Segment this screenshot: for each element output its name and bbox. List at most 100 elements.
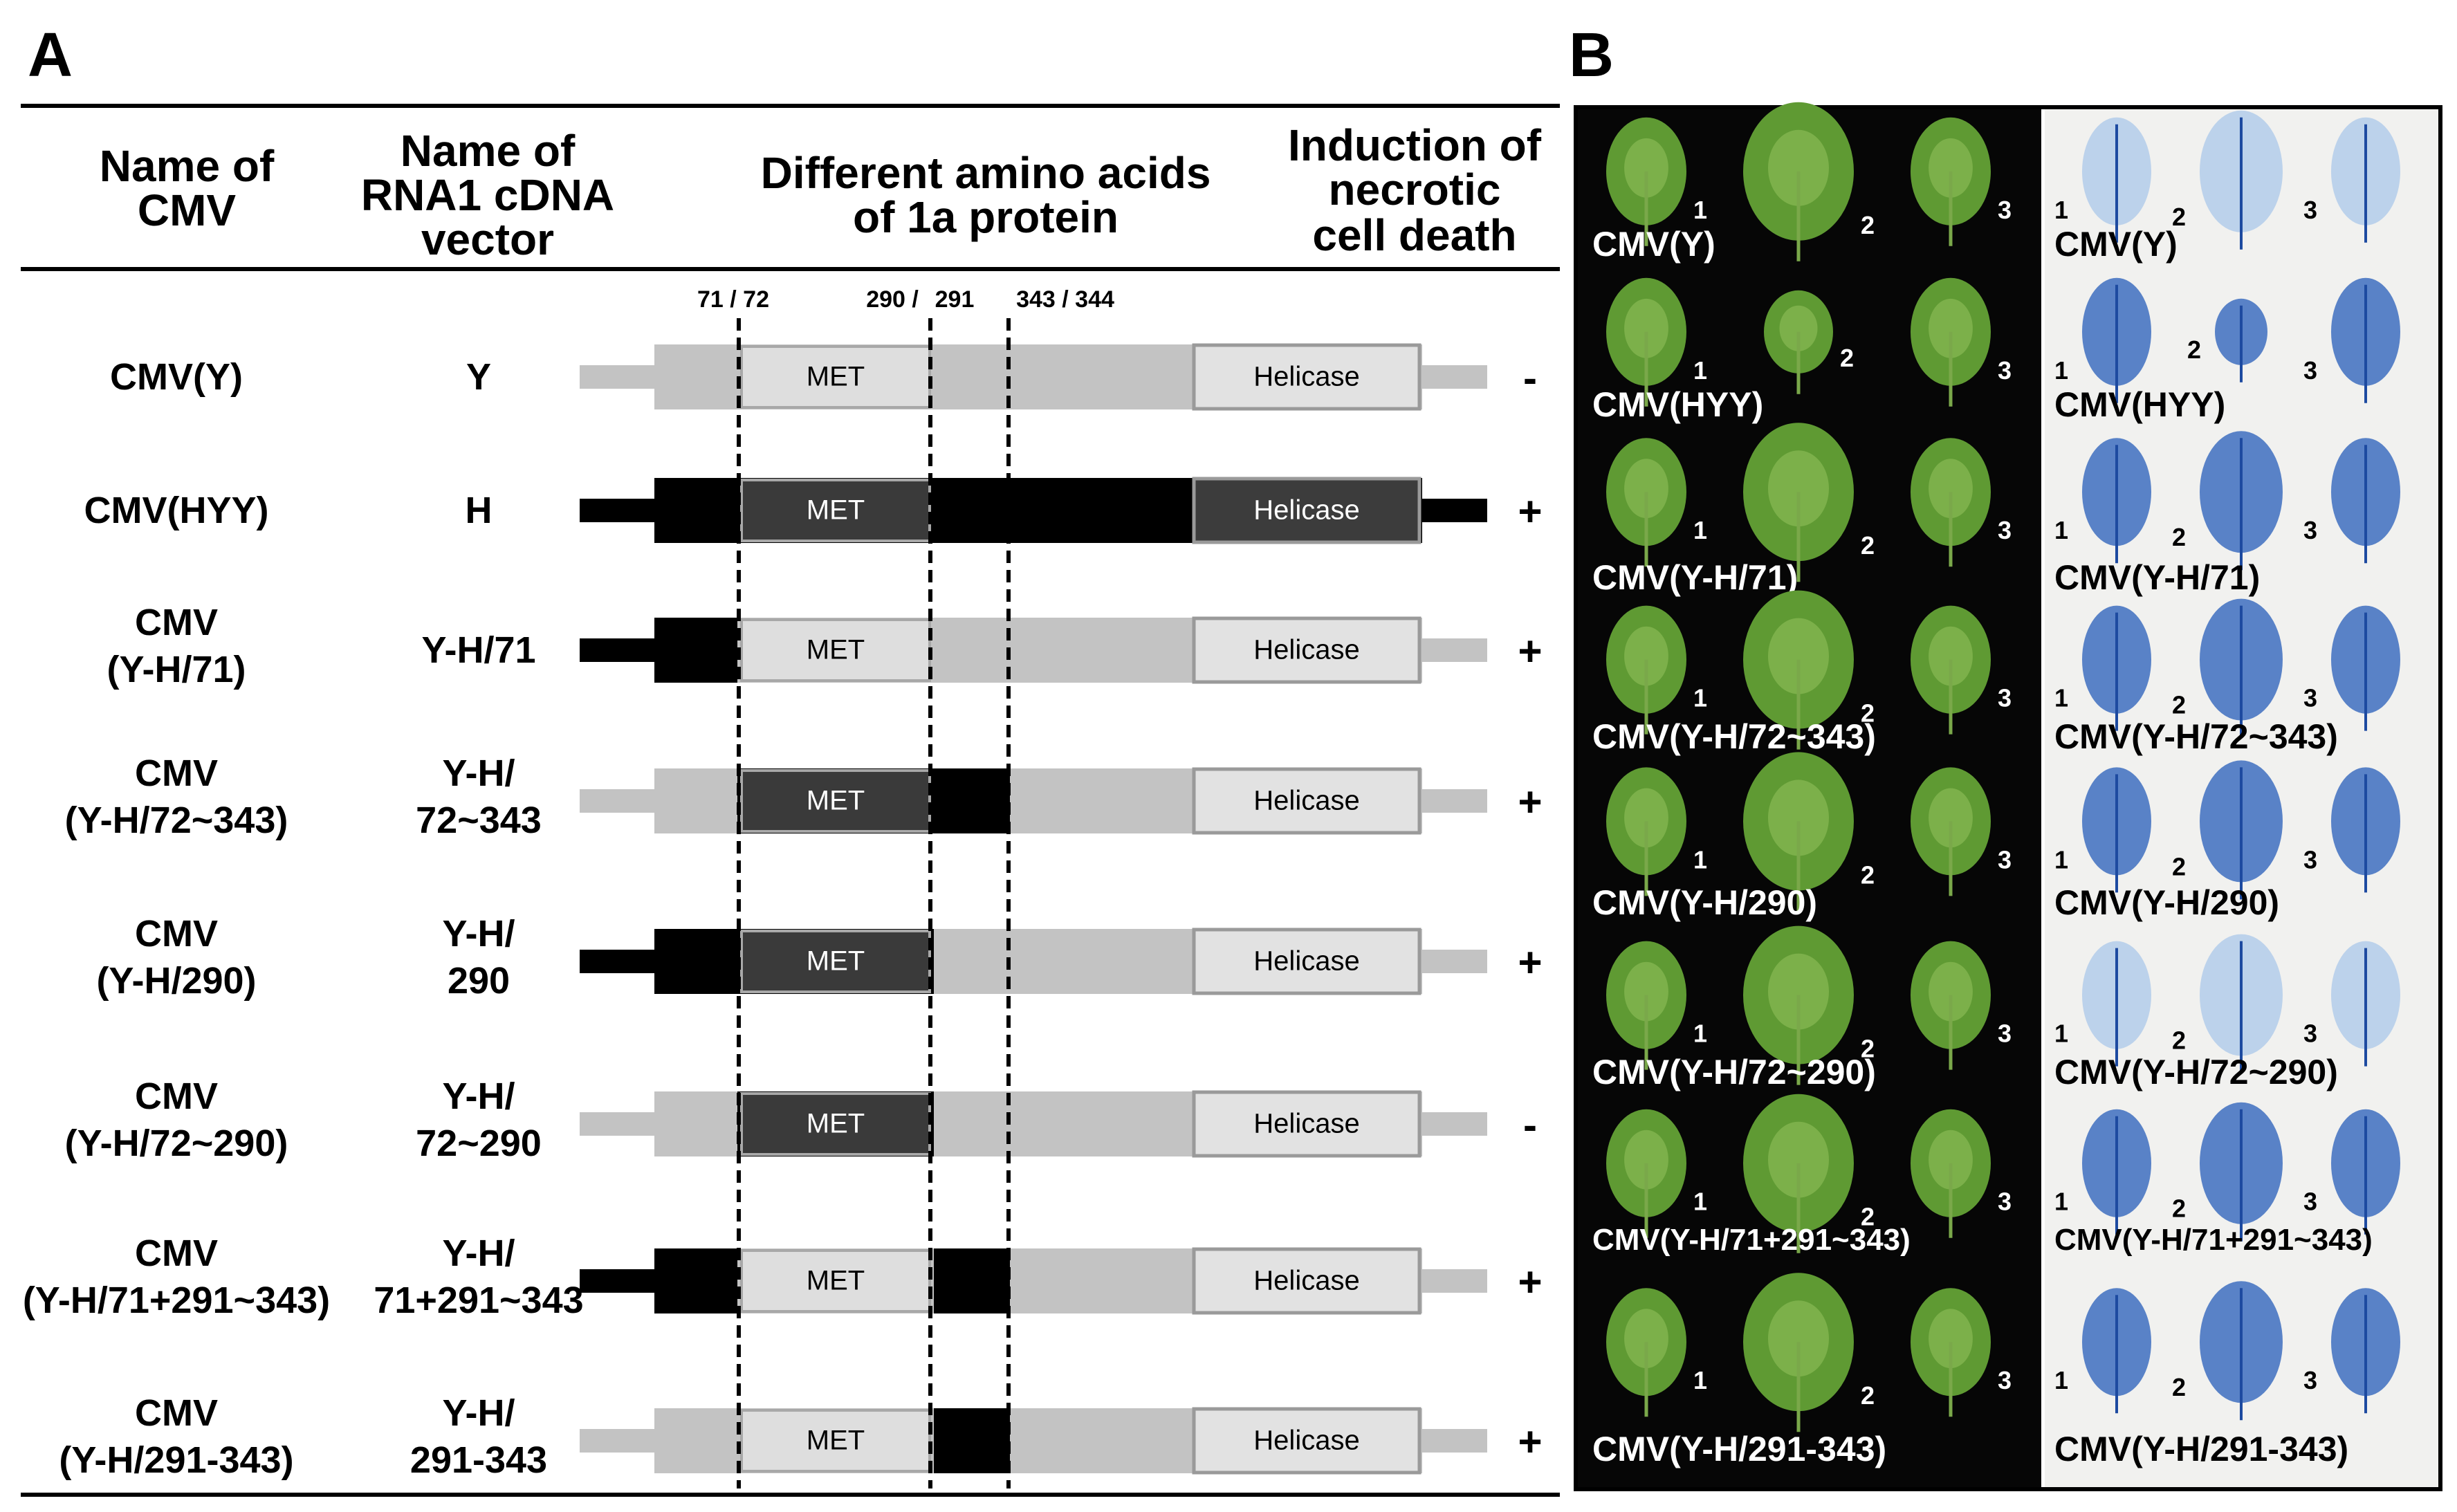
leaf-number: 2 — [1840, 344, 1854, 372]
bar-c-terminal-tail — [1421, 365, 1487, 389]
leaf-number: 2 — [2172, 203, 2186, 231]
cmv-name: (Y-H/290) — [96, 960, 256, 1002]
bar-c-terminal-tail — [1421, 950, 1487, 973]
leaf-highlight — [1624, 626, 1668, 686]
leaf-number: 3 — [1998, 196, 2012, 224]
photo-label-right: CMV(HYY) — [2054, 385, 2225, 424]
bar-segment-1-71 — [654, 1248, 739, 1313]
leaf-number: 1 — [2054, 1366, 2068, 1394]
photo-label-right: CMV(Y-H/71) — [2054, 558, 2260, 597]
necrosis-result: - — [1523, 1102, 1537, 1148]
cmv-name: (Y-H/72~290) — [65, 1123, 288, 1164]
leaf-number: 3 — [2303, 516, 2317, 544]
leaf-highlight — [1779, 305, 1818, 351]
necrosis-result: + — [1518, 628, 1542, 674]
bar-segment-291-343 — [934, 768, 1011, 833]
leaf-highlight — [1768, 953, 1829, 1030]
leaf-number: 3 — [2303, 1366, 2317, 1394]
leaf-number: 2 — [2172, 1373, 2186, 1401]
met-domain-label: MET — [807, 495, 865, 526]
cmv-name: (Y-H/71+291~343) — [23, 1280, 330, 1321]
header-name-vector-line3: vector — [421, 214, 554, 264]
vector-name: Y — [466, 356, 491, 398]
leaf-number: 3 — [1998, 356, 2012, 385]
leaf-number: 2 — [2172, 523, 2186, 551]
leaf-number: 3 — [2303, 1188, 2317, 1216]
vector-name: 291-343 — [410, 1439, 547, 1481]
bar-segment-291-343 — [934, 1408, 1011, 1473]
leaf-highlight — [1624, 1309, 1668, 1369]
vector-name: Y-H/ — [442, 1392, 515, 1434]
helicase-domain-label: Helicase — [1253, 635, 1359, 665]
helicase-domain-label: Helicase — [1253, 495, 1359, 526]
cmv-name: CMV(Y) — [110, 356, 243, 398]
bar-segment-1-71 — [654, 618, 739, 683]
met-domain-label: MET — [807, 1109, 865, 1139]
leaf-number: 2 — [1861, 531, 1875, 560]
leaf-highlight — [1929, 459, 1973, 519]
bar-c-terminal-tail — [1421, 1269, 1487, 1293]
header-name-cmv-line1: Name of — [100, 141, 275, 191]
bar-n-terminal-tail — [580, 950, 656, 973]
leaf-number: 2 — [2172, 852, 2186, 881]
photo-label-right: CMV(Y-H/72~290) — [2054, 1053, 2338, 1091]
cmv-name: (Y-H/72~343) — [65, 800, 288, 841]
header-induction-line1: Induction of — [1288, 120, 1542, 170]
bar-c-terminal-tail — [1421, 789, 1487, 813]
photo-label-left: CMV(Y-H/71) — [1592, 558, 1798, 597]
leaf-highlight — [1768, 1300, 1829, 1377]
table-header-rule — [21, 267, 1560, 271]
leaf-number: 3 — [2303, 196, 2317, 224]
header-amino-acids: Different amino acids of 1a protein — [761, 148, 1211, 242]
helicase-domain-box — [1192, 767, 1421, 835]
header-amino-acids-line2: of 1a protein — [853, 192, 1119, 242]
vector-name: Y-H/ — [442, 913, 515, 955]
bar-segment-1-71 — [654, 1091, 739, 1156]
table-bottom-rule — [21, 1493, 1560, 1497]
header-name-vector-line1: Name of — [401, 126, 576, 176]
bar-segment-291-343 — [934, 1091, 1011, 1156]
leaf-number: 1 — [1693, 356, 1707, 385]
met-domain-box — [740, 1409, 931, 1473]
bar-segment-291-343 — [934, 1248, 1011, 1313]
bar-segment-1-71 — [654, 768, 739, 833]
leaf-number: 2 — [1861, 699, 1875, 728]
met-domain-box — [740, 345, 931, 409]
leaf-number: 3 — [2303, 845, 2317, 874]
bar-c-terminal-tail — [1421, 1429, 1487, 1453]
helicase-domain-box — [1192, 1247, 1421, 1315]
helicase-domain-label: Helicase — [1253, 362, 1359, 392]
met-domain-label: MET — [807, 1266, 865, 1296]
cmv-name: (Y-H/291-343) — [59, 1439, 293, 1481]
panel-a-letter: A — [28, 21, 73, 90]
met-domain-box — [740, 1092, 931, 1156]
helicase-domain-box — [1192, 343, 1421, 411]
leaf-highlight — [1929, 961, 1973, 1022]
necrosis-result: - — [1523, 355, 1537, 401]
leaf-highlight — [1624, 459, 1668, 519]
panel-b-letter: B — [1569, 21, 1614, 90]
met-domain-label: MET — [807, 786, 865, 816]
leaf-highlight — [1768, 618, 1829, 694]
bar-n-terminal-tail — [580, 1429, 656, 1453]
header-induction: Induction of necrotic cell death — [1288, 120, 1542, 260]
photo-label-left: CMV(Y-H/72~343) — [1592, 717, 1876, 756]
header-induction-line3: cell death — [1312, 210, 1516, 260]
helicase-domain-box — [1192, 1407, 1421, 1475]
photo-label-left: CMV(Y-H/290) — [1592, 883, 1817, 922]
cmv-name: CMV — [135, 913, 218, 955]
met-domain-box — [740, 769, 931, 833]
vector-name: Y-H/ — [442, 1076, 515, 1117]
leaf-number: 3 — [1998, 1366, 2012, 1394]
